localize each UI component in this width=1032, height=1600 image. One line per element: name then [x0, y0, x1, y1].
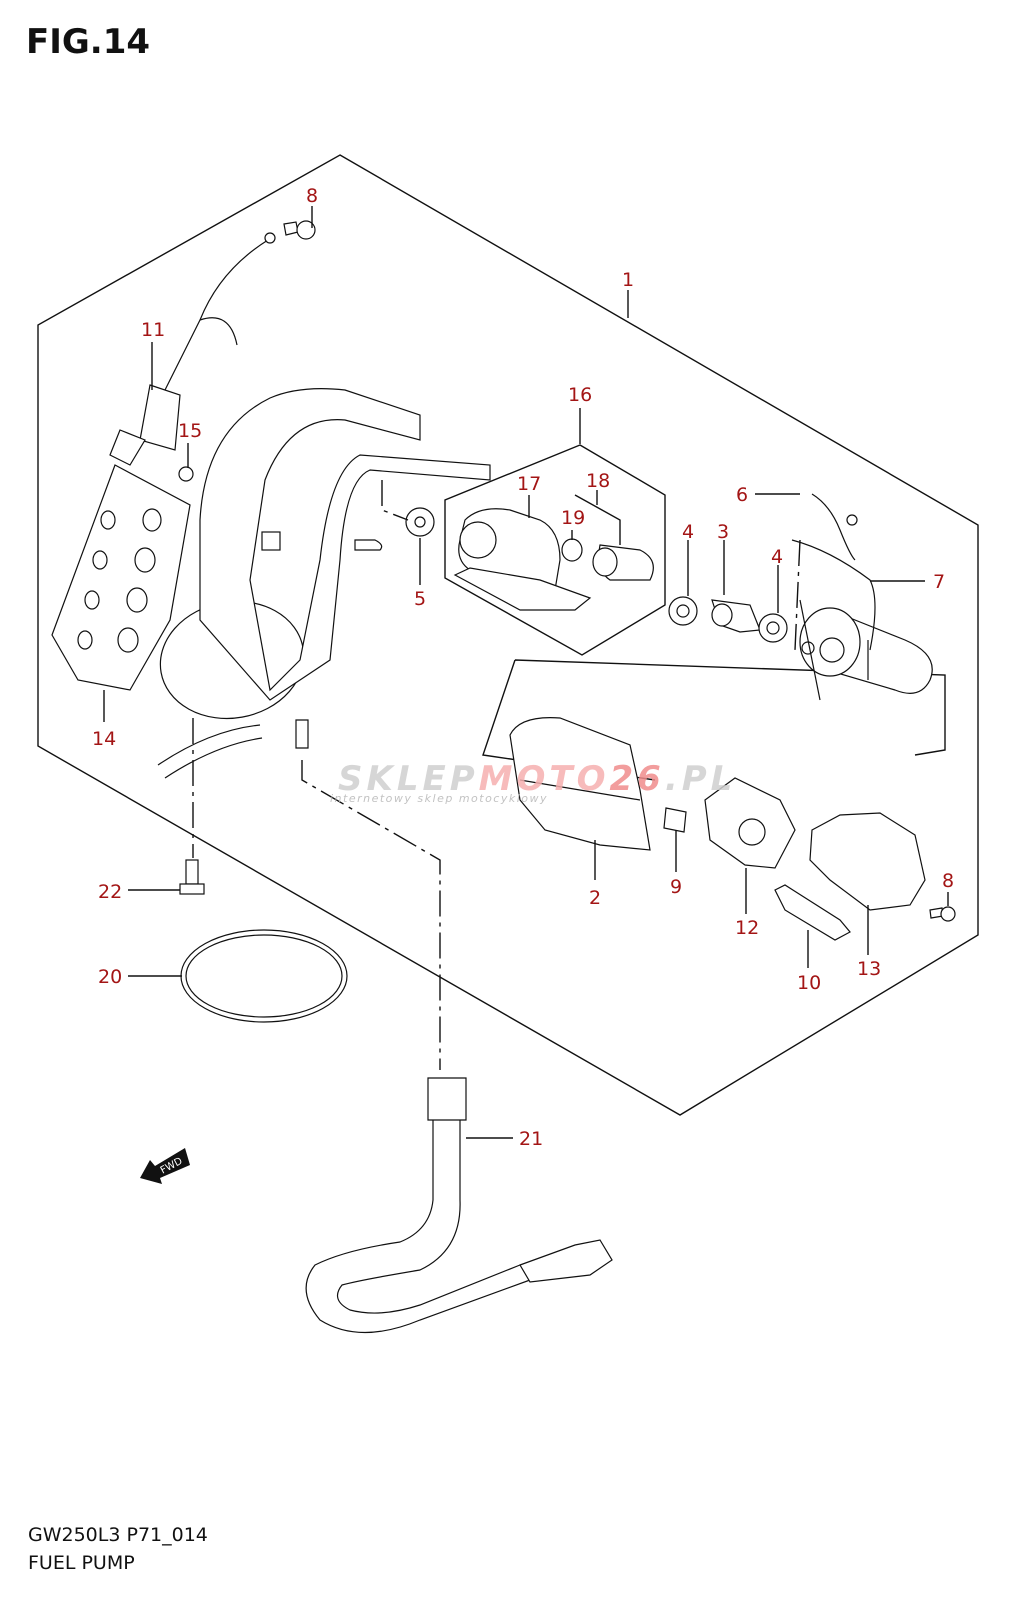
callout-9[interactable]: 9	[670, 876, 682, 898]
watermark-tagline: internetowy sklep motocyklowy	[330, 792, 548, 805]
callout-8b[interactable]: 8	[942, 870, 954, 892]
fwd-label: FWD	[159, 1156, 185, 1177]
watermark-brand-suffix: .PL	[665, 759, 737, 799]
alignment-line-washer	[381, 480, 409, 521]
outlet-joint-part	[668, 596, 788, 643]
fuel-pump-part	[791, 493, 933, 701]
callout-13[interactable]: 13	[857, 958, 881, 980]
washer-5-part	[405, 507, 435, 537]
cover-part	[809, 812, 926, 911]
model-code: GW250L3 P71_014	[28, 1524, 208, 1546]
gasket-part	[180, 929, 348, 1023]
watermark: SKLEPMOTO26.PL internetowy sklep motocyk…	[330, 759, 736, 805]
pump-bracket-part	[157, 388, 491, 779]
protector-part	[51, 464, 191, 691]
callout-20[interactable]: 20	[98, 966, 122, 988]
callout-22[interactable]: 22	[98, 881, 122, 903]
callout-7[interactable]: 7	[933, 571, 945, 593]
watermark-brand-1: SKLEP	[338, 759, 479, 799]
callout-16[interactable]: 16	[568, 384, 592, 406]
svg-text:SKLEPMOTO26.PL: SKLEPMOTO26.PL	[338, 759, 736, 799]
filter-part	[704, 777, 796, 869]
callout-4b[interactable]: 4	[771, 546, 783, 568]
figure-name: FUEL PUMP	[28, 1552, 135, 1574]
callout-19[interactable]: 19	[561, 507, 585, 529]
callout-3[interactable]: 3	[717, 521, 729, 543]
assembly-boundary	[37, 154, 979, 1116]
callout-15[interactable]: 15	[178, 420, 202, 442]
screw-top-part	[283, 220, 316, 240]
callout-10[interactable]: 10	[797, 972, 821, 994]
callout-1[interactable]: 1	[622, 269, 634, 291]
callout-11[interactable]: 11	[141, 319, 165, 341]
callout-2[interactable]: 2	[589, 887, 601, 909]
fwd-direction-marker: FWD	[140, 1148, 190, 1184]
bolt-part	[179, 859, 205, 895]
callout-18[interactable]: 18	[586, 470, 610, 492]
arrow-forward-icon	[140, 1148, 190, 1184]
callout-21[interactable]: 21	[519, 1128, 543, 1150]
holder-part	[509, 717, 687, 851]
leader-lines	[103, 206, 949, 1139]
callout-6[interactable]: 6	[736, 484, 748, 506]
watermark-brand-3: 26	[610, 759, 665, 799]
figure-title: FIG.14	[26, 22, 151, 62]
regulator-part	[453, 508, 654, 611]
callout-17[interactable]: 17	[517, 473, 541, 495]
regulator-boundary	[444, 444, 666, 656]
callout-12[interactable]: 12	[735, 917, 759, 939]
harness-part	[109, 232, 276, 482]
fuel-hose-part	[305, 1077, 613, 1333]
callout-5[interactable]: 5	[414, 588, 426, 610]
callout-8a[interactable]: 8	[306, 185, 318, 207]
callout-14[interactable]: 14	[92, 728, 116, 750]
cushion-part	[774, 884, 851, 941]
callout-4a[interactable]: 4	[682, 521, 694, 543]
alignment-line-hose	[301, 760, 441, 1070]
watermark-brand-2: MOTO	[479, 759, 610, 799]
screw-right-part	[929, 906, 956, 922]
alignment-line-pump	[794, 539, 801, 651]
